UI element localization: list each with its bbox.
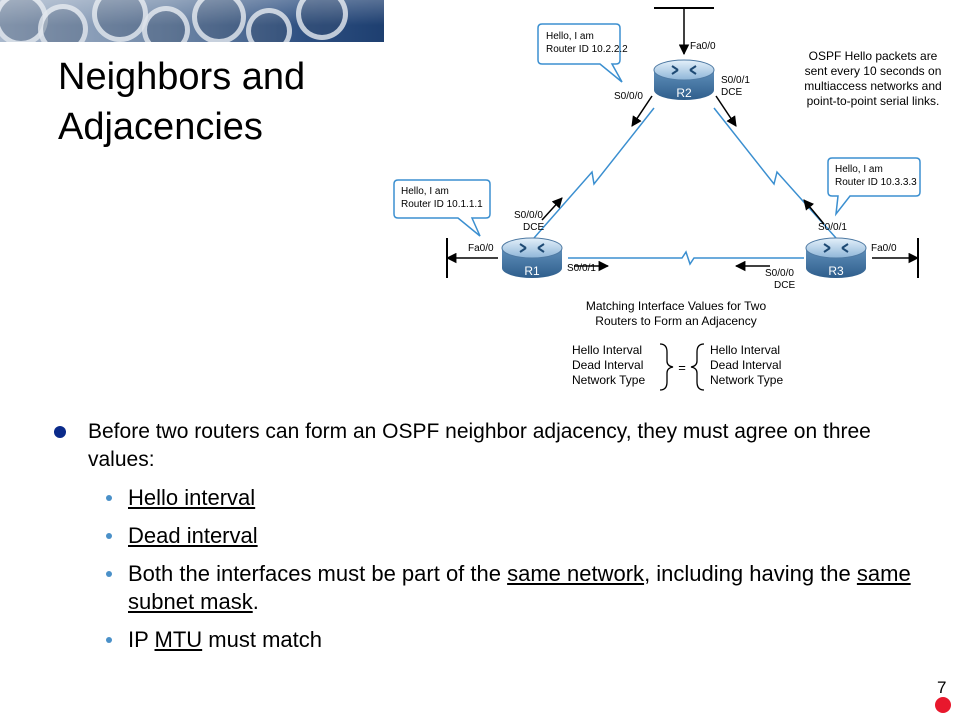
hello-callout-r2 — [537, 23, 623, 83]
sub-bullet-dead: Dead interval — [52, 522, 912, 550]
r2-s000-label: S0/0/0 — [614, 91, 643, 102]
r1-s000-label: S0/0/0 — [514, 210, 543, 221]
ospf-note-line4: point-to-point serial links. — [807, 94, 940, 108]
router-r2-label: R2 — [676, 86, 692, 100]
sub-bullet-list: Hello interval Dead interval Both the in… — [52, 484, 912, 654]
values-right-1: Hello Interval — [710, 343, 780, 357]
callout-r3-line2: Router ID 10.3.3.3 — [835, 177, 917, 188]
dead-interval-text: Dead interval — [128, 523, 258, 548]
r3-fa00-label: Fa0/0 — [871, 243, 897, 254]
header-banner-image — [0, 0, 384, 42]
r3-dce-label: DCE — [774, 280, 795, 291]
r1-s001-label: S0/0/1 — [567, 263, 596, 274]
sub-bullet-mtu: IP MTU must match — [52, 626, 912, 654]
values-left-3: Network Type — [572, 373, 645, 387]
hello-interval-text: Hello interval — [128, 485, 256, 510]
values-right-3: Network Type — [710, 373, 783, 387]
serial-link-r2-r3 — [713, 107, 837, 239]
bullet-main: Before two routers can form an OSPF neig… — [52, 418, 912, 474]
r1-dce-label: DCE — [523, 222, 544, 233]
r2-fa00-label: Fa0/0 — [690, 41, 716, 52]
equals-sign: = — [678, 360, 686, 375]
callout-r3-line1: Hello, I am — [835, 164, 883, 175]
sub-bullet-dot-icon — [106, 571, 112, 577]
sub-bullet-dot-icon — [106, 637, 112, 643]
sub-bullet-hello: Hello interval — [52, 484, 912, 512]
hello-callout-r1 — [393, 179, 491, 237]
hello-arrow-r2-to-r1 — [631, 95, 653, 127]
mtu-underlined: MTU — [154, 627, 203, 652]
same-subnet-mask-underlined: same subnet mask — [128, 561, 911, 614]
same-network-post: . — [252, 589, 259, 614]
serial-link-r1-r2 — [533, 107, 655, 239]
bullet-list: Before two routers can form an OSPF neig… — [52, 418, 912, 664]
r3-s001-label: S0/0/1 — [818, 222, 847, 233]
hello-callout-r3 — [827, 157, 921, 217]
same-network-pre: Both the interfaces must be part of the — [128, 561, 508, 586]
router-r1-icon — [501, 237, 563, 278]
matching-title-line1: Matching Interface Values for Two — [586, 299, 767, 313]
mtu-post: must match — [202, 627, 322, 652]
slide-title-line-1: Neighbors and — [58, 56, 306, 98]
bullet-main-text: Before two routers can form an OSPF neig… — [88, 420, 871, 471]
hello-arrow-r2-to-r3 — [715, 95, 737, 127]
ospf-note-line1: OSPF Hello packets are — [809, 49, 938, 63]
r1-fa00-label: Fa0/0 — [468, 243, 494, 254]
values-left-1: Hello Interval — [572, 343, 642, 357]
router-r3-label: R3 — [828, 264, 844, 278]
slide-title-line-2: Adjacencies — [58, 106, 263, 148]
callout-r1-line1: Hello, I am — [401, 186, 449, 197]
router-r1-label: R1 — [524, 264, 540, 278]
router-r3-icon — [805, 237, 867, 278]
values-right-2: Dead Interval — [710, 358, 781, 372]
sub-bullet-same-network: Both the interfaces must be part of the … — [52, 560, 912, 616]
ospf-topology-diagram: R2 R1 R3 Fa0/0 S0/0/0 S0/0/1 DCE Fa0/0 S… — [393, 7, 942, 391]
ospf-note-line3: multiaccess networks and — [804, 79, 941, 93]
page-number: 7 — [937, 678, 947, 697]
same-network-underlined: same network — [507, 561, 645, 586]
sub-bullet-dot-icon — [106, 533, 112, 539]
hello-arrow-r1-to-r2 — [541, 197, 563, 221]
bullet-dot-icon — [54, 426, 66, 438]
callout-r1-line2: Router ID 10.1.1.1 — [401, 199, 483, 210]
ospf-note-line2: sent every 10 seconds on — [805, 64, 942, 78]
hello-arrow-r3-to-r2 — [803, 199, 825, 225]
mtu-pre: IP — [128, 627, 155, 652]
right-curly-brace — [690, 343, 705, 391]
values-left-2: Dead Interval — [572, 358, 643, 372]
callout-r2-line1: Hello, I am — [546, 31, 594, 42]
callout-r2-line2: Router ID 10.2.2.2 — [546, 44, 628, 55]
serial-link-r1-r3 — [568, 250, 804, 266]
r3-s000-label: S0/0/0 — [765, 268, 794, 279]
sub-bullet-dot-icon — [106, 495, 112, 501]
page-dot-icon — [935, 697, 951, 713]
r2-dce-label: DCE — [721, 87, 742, 98]
router-r2-icon — [653, 59, 715, 100]
left-curly-brace — [659, 343, 674, 391]
same-network-mid: , including having the — [644, 561, 857, 586]
matching-title-line2: Routers to Form an Adjacency — [595, 314, 756, 328]
r2-s001-label: S0/0/1 — [721, 75, 750, 86]
slide-title: Neighbors and Adjacencies — [58, 52, 305, 152]
